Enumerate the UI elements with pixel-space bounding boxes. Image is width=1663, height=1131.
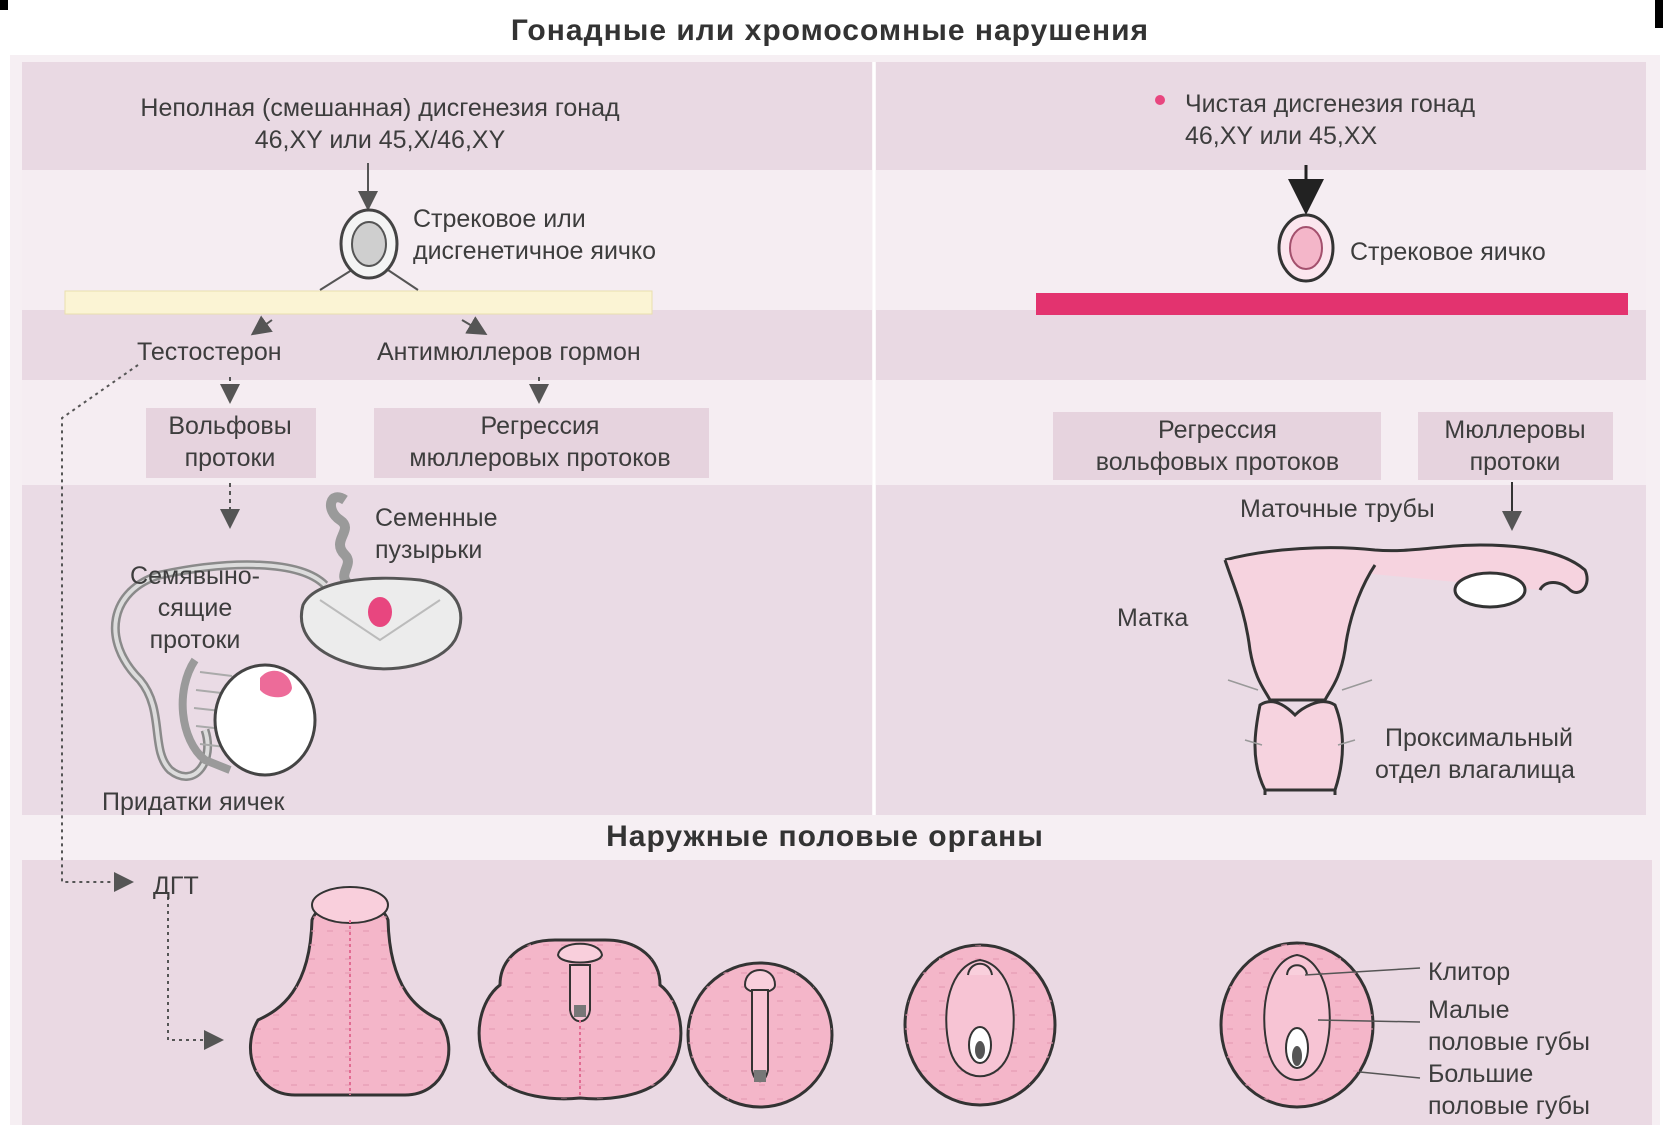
external-title: Наружные половые органы <box>400 821 1250 853</box>
female-gonad-bar <box>1036 293 1628 315</box>
mullerian-regression-line1: Регрессия <box>370 410 710 442</box>
male-gonad-bar <box>65 291 652 314</box>
fallopian-tubes-label: Маточные трубы <box>1240 493 1435 525</box>
testosterone-label: Тестостерон <box>137 336 282 368</box>
streak-gonad-label: Стрековое яичко <box>1350 236 1546 268</box>
labia-minora-line1: Малые <box>1428 994 1509 1026</box>
labia-majora-line2: половые губы <box>1428 1090 1590 1122</box>
vagina-label-line1: Проксимальный <box>1385 722 1573 754</box>
dysgenetic-testis-icon <box>341 210 397 278</box>
wolffian-ducts-line1: Вольфовы <box>140 410 320 442</box>
left-condition-line1: Неполная (смешанная) дисгенезия гонад <box>60 92 700 124</box>
epididymis-label: Придатки яичек <box>102 786 284 818</box>
vas-deferens-line1: Семявыно- <box>115 560 275 592</box>
labia-minora-line2: половые губы <box>1428 1026 1590 1058</box>
corner-mark-left <box>0 0 8 10</box>
wolffian-regression-line1: Регрессия <box>1050 414 1385 446</box>
left-gonad-line1: Стрековое или <box>413 203 586 235</box>
corner-mark-right <box>1655 0 1663 28</box>
main-title: Гонадные или хромосомные нарушения <box>300 15 1360 47</box>
amh-label: Антимюллеров гормон <box>377 336 641 368</box>
left-condition-line2: 46,XY или 45,X/46,XY <box>60 124 700 156</box>
vagina-label-line2: отдел влагалища <box>1375 754 1575 786</box>
vas-deferens-line3: протоки <box>115 624 275 656</box>
mullerian-ducts-line2: протоки <box>1415 446 1615 478</box>
clitoris-label: Клитор <box>1428 956 1510 988</box>
dht-label: ДГТ <box>153 870 199 902</box>
mullerian-regression-line2: мюллеровых протоков <box>370 442 710 474</box>
seminal-vesicles-line1: Семенные <box>375 502 498 534</box>
uterus-label: Матка <box>1117 602 1188 634</box>
seminal-vesicles-line2: пузырьки <box>375 534 482 566</box>
wolffian-regression-line2: вольфовых протоков <box>1050 446 1385 478</box>
wolffian-ducts-line2: протоки <box>140 442 320 474</box>
vas-deferens-line2: сящие <box>115 592 275 624</box>
streak-gonad-icon <box>1279 215 1333 281</box>
right-condition-line2: 46,XY или 45,XX <box>1185 120 1377 152</box>
external-genitalia-3-icon <box>688 963 832 1107</box>
right-condition-line1: Чистая дисгенезия гонад <box>1185 88 1475 120</box>
mullerian-ducts-line1: Мюллеровы <box>1415 414 1615 446</box>
labia-majora-line1: Большие <box>1428 1058 1533 1090</box>
external-genitalia-2-icon <box>479 940 681 1099</box>
bullet-icon <box>1155 95 1165 105</box>
left-gonad-line2: дисгенетичное яичко <box>413 235 656 267</box>
external-genitalia-4-icon <box>905 945 1055 1105</box>
